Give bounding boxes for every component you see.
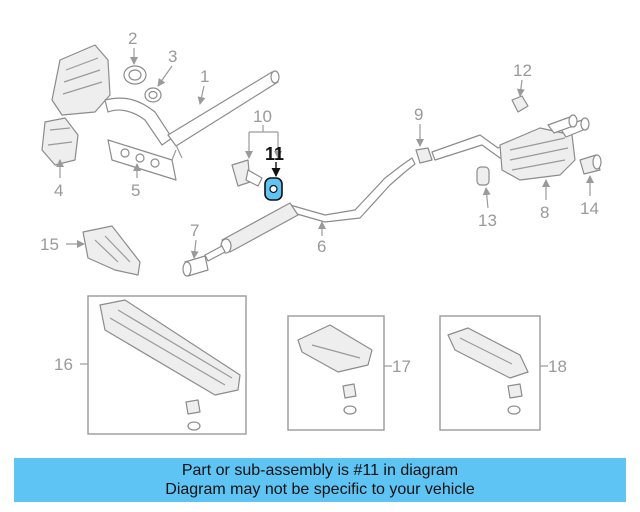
part-15-heat-shield[interactable] [82, 225, 141, 276]
callout-3: 3 [168, 47, 177, 66]
callout-15: 15 [40, 235, 59, 254]
part-10-bracket[interactable] [231, 159, 263, 187]
callout-4: 4 [54, 181, 63, 200]
callout-18: 18 [548, 357, 567, 376]
info-banner: Part or sub-assembly is #11 in diagram D… [14, 458, 626, 502]
banner-line-1: Part or sub-assembly is #11 in diagram [181, 462, 459, 479]
part-4-heat-shield[interactable] [41, 117, 79, 166]
callout-1: 1 [200, 67, 209, 86]
callout-7: 7 [190, 221, 199, 240]
leader-lines [56, 48, 594, 367]
part-2-gasket[interactable] [123, 65, 147, 85]
part-3-seal-ring[interactable] [144, 87, 162, 103]
callout-16: 16 [54, 355, 73, 374]
callout-11-highlighted: 11 [265, 144, 284, 164]
callout-14: 14 [580, 199, 599, 218]
part-9-hanger[interactable] [415, 147, 433, 164]
banner-line-2: Diagram may not be specific to your vehi… [165, 481, 475, 498]
part-13-hanger[interactable] [476, 166, 490, 186]
part-8-rear-muffler[interactable] [431, 114, 590, 181]
part-18-heat-shield-box[interactable] [439, 315, 541, 431]
part-17-heat-shield-box[interactable] [287, 315, 385, 431]
part-11-hanger-highlighted[interactable] [264, 177, 283, 201]
part-7-clamp[interactable] [182, 255, 209, 277]
callout-2: 2 [128, 29, 137, 48]
callout-8: 8 [540, 203, 549, 222]
callout-17: 17 [392, 357, 411, 376]
part-1-front-pipe[interactable] [51, 44, 280, 161]
part-5-manifold-gasket[interactable] [107, 139, 177, 181]
part-14-clamp[interactable] [579, 154, 602, 175]
callout-12: 12 [513, 61, 532, 80]
callout-10: 10 [253, 107, 272, 126]
callout-13: 13 [478, 211, 497, 230]
callout-9: 9 [414, 105, 423, 124]
part-16-underbody-shield-box[interactable] [87, 295, 247, 435]
callout-5: 5 [131, 181, 140, 200]
callout-6: 6 [317, 237, 326, 256]
part-12-bracket[interactable] [511, 95, 529, 113]
callout-numbers: 1 2 3 4 5 10 11 6 7 9 8 12 13 14 15 16 1… [40, 29, 599, 376]
